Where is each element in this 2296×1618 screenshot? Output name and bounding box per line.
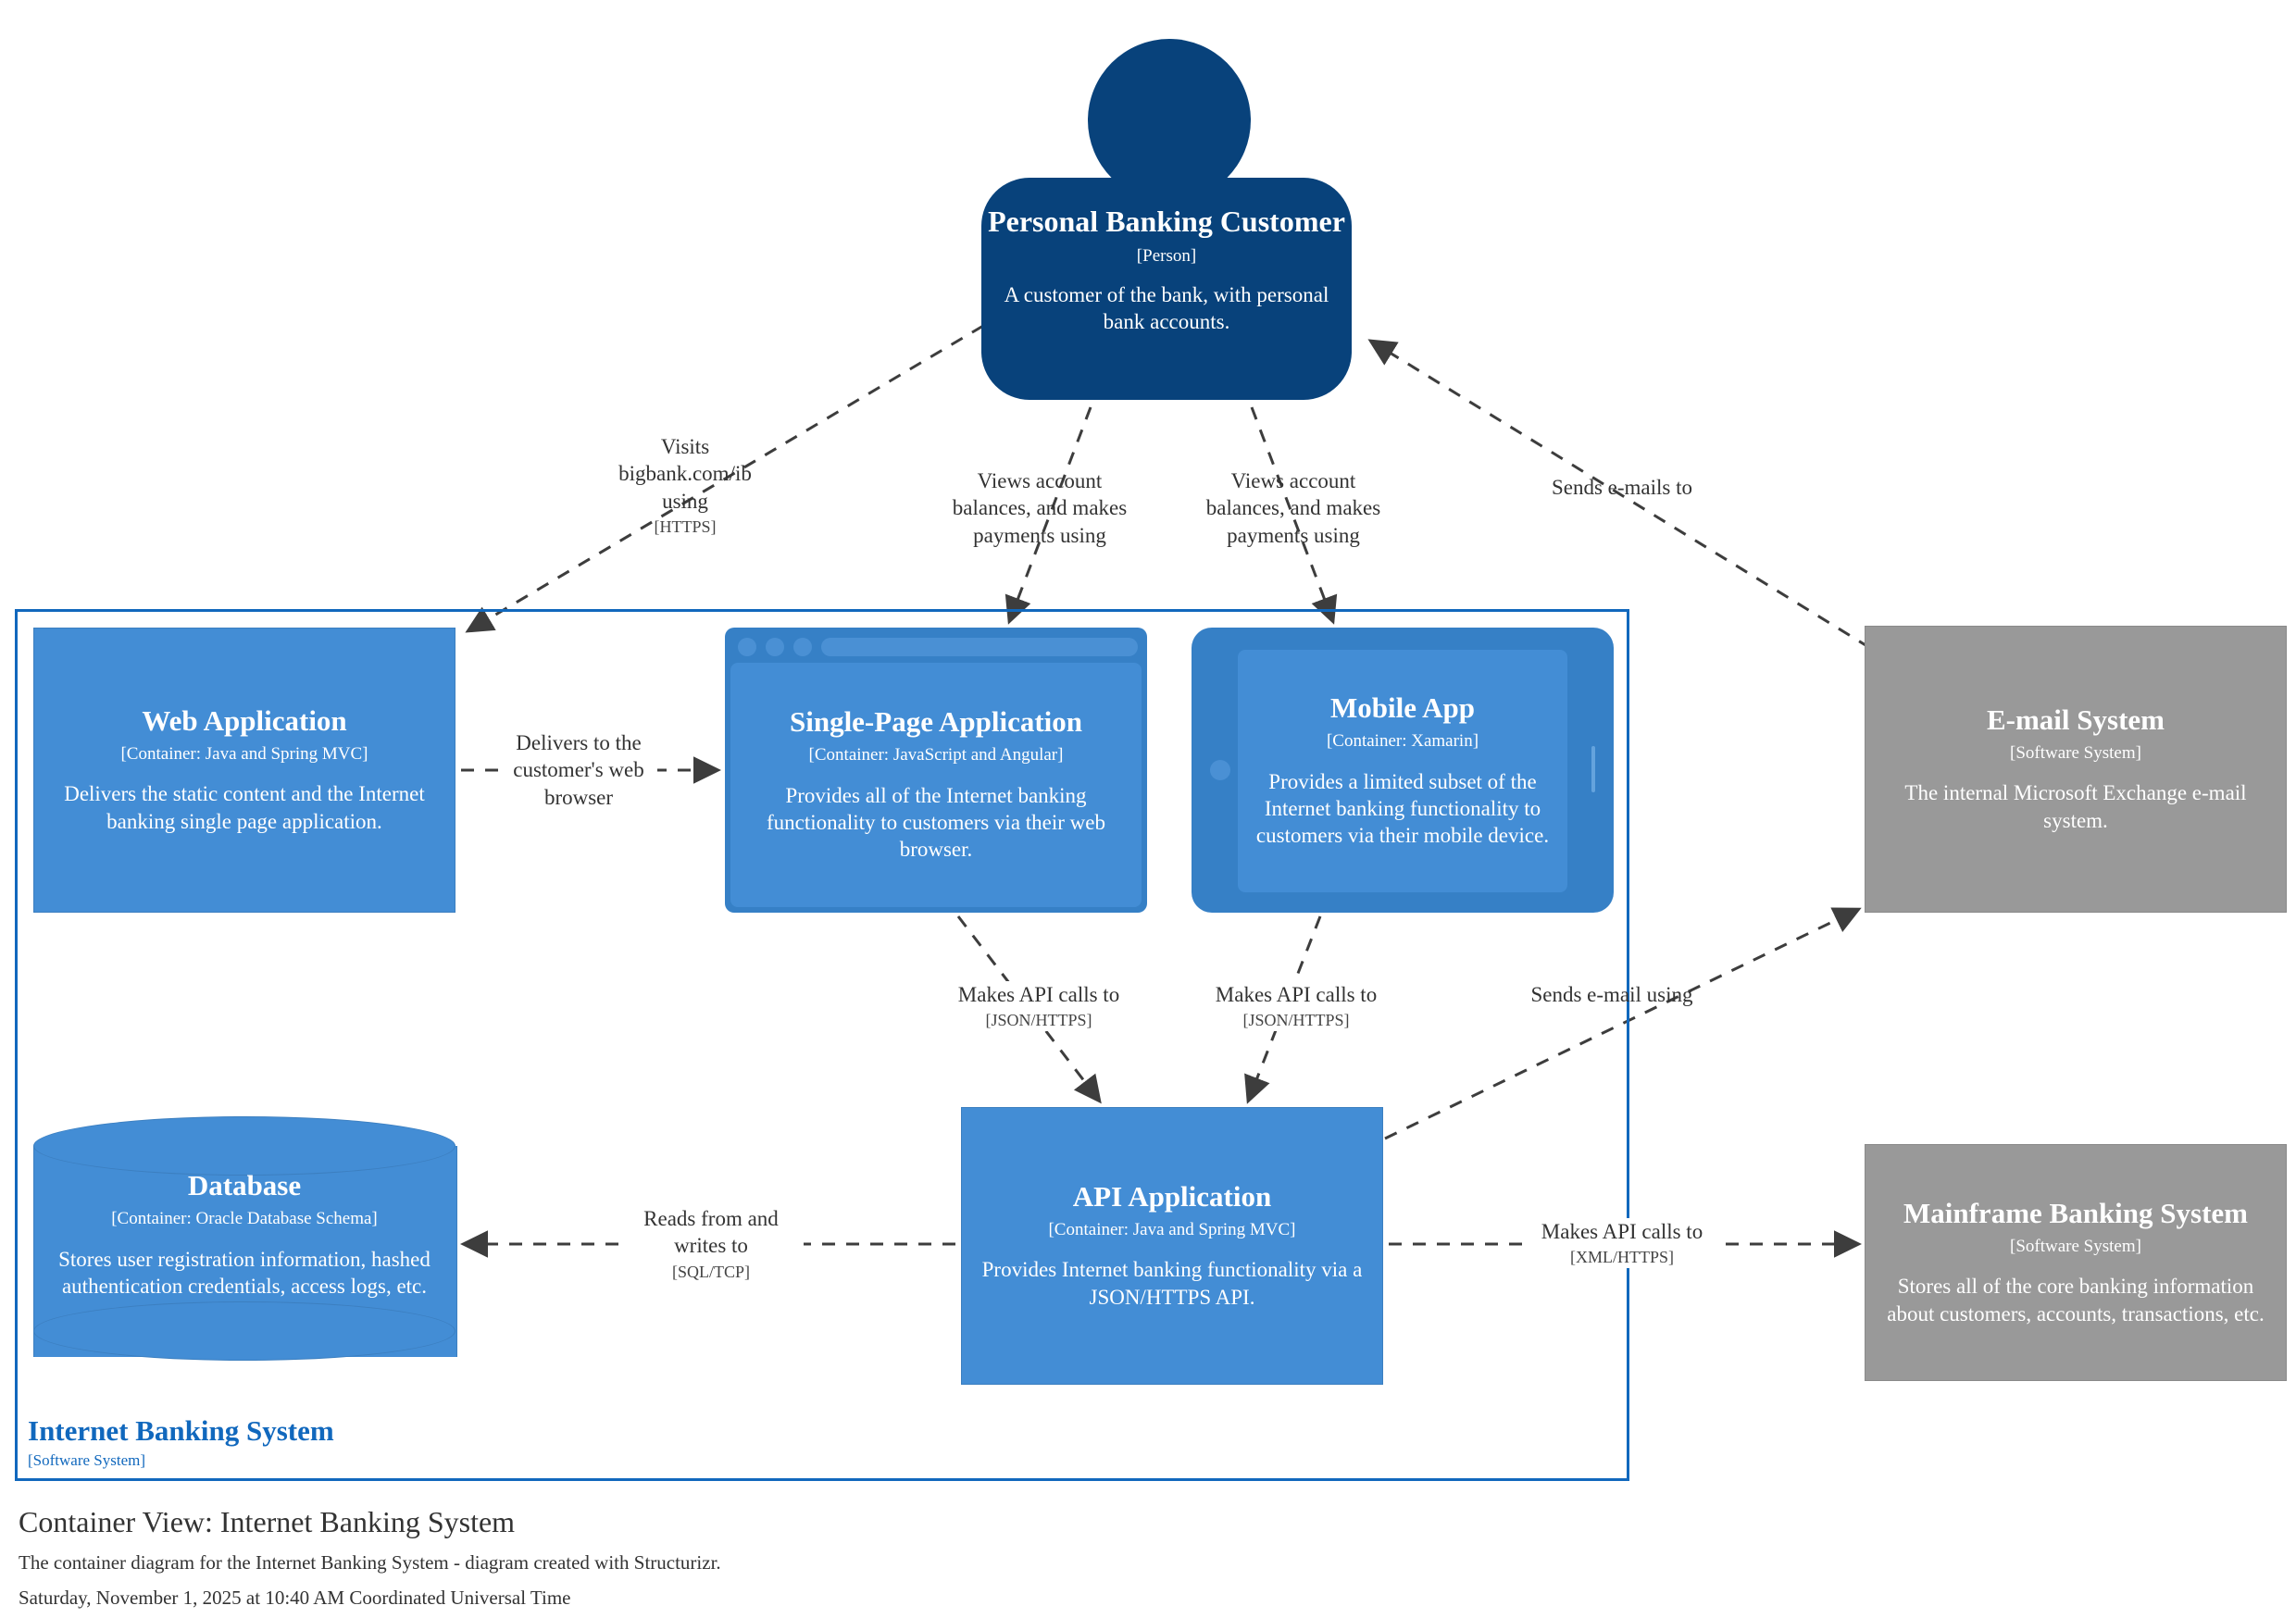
relationship-label-visits-web-app: Visits bigbank.com/ib using [HTTPS]: [606, 433, 764, 538]
web-application-description: Delivers the static content and the Inte…: [64, 782, 425, 833]
footer-description: The container diagram for the Internet B…: [19, 1551, 721, 1574]
browser-dot-icon: [766, 638, 784, 656]
relationship-tech: [JSON/HTTPS]: [985, 1011, 1092, 1030]
mainframe-system-title: Mainframe Banking System: [1903, 1196, 2248, 1229]
relationship-label-customer-to-mobile: Views account balances, and makes paymen…: [1200, 467, 1387, 551]
mainframe-system-tech: [Software System]: [2010, 1236, 2141, 1256]
email-system-title: E-mail System: [1986, 703, 2165, 736]
relationship-label-customer-to-spa: Views account balances, and makes paymen…: [946, 467, 1133, 551]
single-page-application-description: Provides all of the Internet banking fun…: [767, 783, 1105, 862]
relationship-tech: [SQL/TCP]: [671, 1262, 750, 1281]
relationship-tech: [XML/HTTPS]: [1570, 1248, 1674, 1267]
relationship-tech: [HTTPS]: [654, 517, 717, 537]
single-page-application-tech: [Container: JavaScript and Angular]: [808, 744, 1064, 765]
database-tech: [Container: Oracle Database Schema]: [111, 1208, 378, 1228]
relationship-text: Delivers to the customer's web browser: [513, 731, 644, 809]
relationship-label-email-to-customer: Sends e-mails to: [1492, 474, 1752, 503]
database-text: Database [Container: Oracle Database Sch…: [33, 1169, 455, 1300]
email-system-tech: [Software System]: [2010, 742, 2141, 763]
mobile-speaker-icon: [1591, 746, 1595, 792]
relationship-tech: [JSON/HTTPS]: [1242, 1011, 1350, 1030]
person-body: Personal Banking Customer [Person] A cus…: [981, 178, 1352, 400]
person-tech: [Person]: [1136, 245, 1197, 266]
relationship-label-api-to-database: Reads from and writes to [SQL/TCP]: [618, 1205, 804, 1283]
external-system-email[interactable]: E-mail System [Software System] The inte…: [1865, 626, 2287, 913]
relationship-label-api-to-email: Sends e-mail using: [1529, 981, 1694, 1010]
browser-viewport: Single-Page Application [Container: Java…: [730, 663, 1142, 907]
person-title: Personal Banking Customer: [988, 205, 1345, 238]
mobile-screen: Mobile App [Container: Xamarin] Provides…: [1238, 650, 1567, 892]
web-application-title: Web Application: [142, 703, 347, 737]
web-application-tech: [Container: Java and Spring MVC]: [120, 743, 368, 764]
relationship-text: Makes API calls to: [1541, 1220, 1703, 1243]
relationship-label-mobile-to-api: Makes API calls to [JSON/HTTPS]: [1194, 981, 1398, 1032]
boundary-title: Internet Banking System: [28, 1414, 334, 1447]
relationship-text: Views account balances, and makes paymen…: [1205, 469, 1381, 547]
database-title: Database: [187, 1169, 302, 1201]
container-database[interactable]: Database [Container: Oracle Database Sch…: [33, 1116, 457, 1387]
relationship-text: Sends e-mails to: [1551, 476, 1693, 499]
database-cylinder-bottom: [33, 1301, 455, 1361]
container-web-application[interactable]: Web Application [Container: Java and Spr…: [33, 628, 455, 913]
database-cylinder-top: [33, 1116, 455, 1176]
relationship-label-api-to-mainframe: Makes API calls to [XML/HTTPS]: [1529, 1218, 1715, 1269]
mainframe-system-description: Stores all of the core banking informati…: [1887, 1275, 2265, 1326]
container-api-application[interactable]: API Application [Container: Java and Spr…: [961, 1107, 1383, 1385]
relationship-text: Sends e-mail using: [1530, 983, 1693, 1006]
browser-chrome-bar: [725, 628, 1147, 666]
external-system-mainframe-banking[interactable]: Mainframe Banking System [Software Syste…: [1865, 1144, 2287, 1381]
footer-timestamp: Saturday, November 1, 2025 at 10:40 AM C…: [19, 1587, 571, 1609]
relationship-text: Visits bigbank.com/ib using: [618, 435, 752, 513]
relationship-text: Makes API calls to: [957, 983, 1120, 1006]
database-description: Stores user registration information, ha…: [58, 1247, 430, 1298]
relationship-text: Makes API calls to: [1215, 983, 1378, 1006]
browser-address-bar: [821, 638, 1138, 656]
browser-dot-icon: [793, 638, 812, 656]
person-description: A customer of the bank, with personal ba…: [1004, 282, 1329, 334]
api-application-description: Provides Internet banking functionality …: [981, 1258, 1363, 1309]
relationship-label-spa-to-api: Makes API calls to [JSON/HTTPS]: [937, 981, 1141, 1032]
container-mobile-app[interactable]: Mobile App [Container: Xamarin] Provides…: [1192, 628, 1614, 913]
mobile-home-button-icon: [1210, 760, 1230, 780]
api-application-tech: [Container: Java and Spring MVC]: [1048, 1219, 1296, 1239]
relationship-label-webapp-delivers-spa: Delivers to the customer's web browser: [500, 729, 657, 814]
person-head-icon: [1088, 39, 1251, 202]
system-boundary-label: Internet Banking System [Software System…: [28, 1414, 334, 1470]
diagram-footer: Container View: Internet Banking System …: [19, 1505, 721, 1610]
relationship-text: Views account balances, and makes paymen…: [952, 469, 1128, 547]
email-system-description: The internal Microsoft Exchange e-mail s…: [1904, 781, 2247, 832]
mobile-app-description: Provides a limited subset of the Interne…: [1255, 769, 1550, 848]
relationship-text: Reads from and writes to: [643, 1207, 779, 1258]
mobile-app-title: Mobile App: [1330, 691, 1475, 725]
system-boundary-internet-banking: [15, 609, 1629, 1481]
boundary-tech: [Software System]: [28, 1451, 146, 1469]
browser-dot-icon: [738, 638, 756, 656]
mobile-app-tech: [Container: Xamarin]: [1326, 730, 1479, 751]
api-application-title: API Application: [1072, 1179, 1272, 1213]
single-page-application-title: Single-Page Application: [789, 705, 1083, 739]
container-single-page-application[interactable]: Single-Page Application [Container: Java…: [725, 628, 1147, 913]
footer-title: Container View: Internet Banking System: [19, 1505, 516, 1538]
person-personal-banking-customer[interactable]: Personal Banking Customer [Person] A cus…: [981, 39, 1352, 400]
